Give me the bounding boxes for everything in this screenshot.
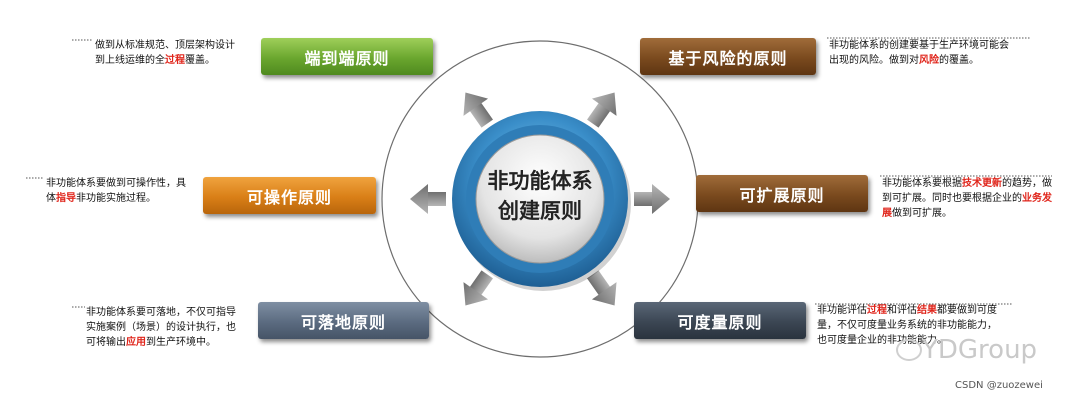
desc-text: 的覆盖。: [939, 55, 979, 66]
highlight-text: 结果: [917, 305, 937, 316]
desc-text: 非功能体系要可落地，不仅可指导实施案例（场景）的设计执行，也可将输出: [86, 307, 236, 348]
desc-text: 的趋势，做到可扩展。同时也要根据企业的: [882, 178, 1052, 204]
principle-title: 端到端原则: [304, 48, 390, 68]
desc-text: 都要做到可度量，不仅可度量业务系统的非功能能力，也可度量企业的非功能能力。: [817, 305, 997, 346]
credit-text: CSDN @zuozewei: [955, 380, 1043, 391]
principle-desc: 非功能体系的创建要基于生产环境可能会出现的风险。做到对风险的覆盖。: [829, 36, 1009, 68]
principle-box-risk-based: 基于风险的原则: [640, 38, 816, 75]
desc-text: 非功能体系要做到可操作性，具体: [46, 178, 186, 204]
principle-desc: 非功能体系要根据技术更新的趋势，做到可扩展。同时也要根据企业的业务发展做到可扩展…: [882, 174, 1054, 221]
arrow-left: [410, 184, 446, 214]
principle-desc: 做到从标准规范、顶层架构设计到上线运维的全过程覆盖。: [95, 36, 243, 68]
principle-desc: 非功能体系要做到可操作性，具体指导非功能实施过程。: [46, 174, 191, 206]
principle-title: 可落地原则: [300, 312, 386, 332]
highlight-text: 业务发展: [882, 193, 1052, 219]
hub-label-line2: 创建原则: [498, 199, 582, 223]
principle-box-operable: 可操作原则: [203, 177, 376, 214]
wechat-icon: [896, 339, 922, 361]
arrow-up-right: [587, 92, 617, 128]
desc-text: 非功能体系的创建要基于生产环境可能会出现的风险。做到对: [829, 40, 1009, 66]
desc-text: 到生产环境中。: [146, 337, 216, 348]
desc-text: 和评估: [887, 305, 917, 316]
highlight-text: 指导: [56, 193, 76, 204]
principle-box-measurable: 可度量原则: [634, 302, 806, 339]
desc-text: 覆盖。: [185, 55, 215, 66]
principle-box-end-to-end: 端到端原则: [261, 38, 433, 75]
highlight-text: 应用: [126, 337, 146, 348]
hub-label: 非功能体系 创建原则: [460, 166, 620, 226]
principle-desc: 非功能评估过程和评估结果都要做到可度量，不仅可度量业务系统的非功能能力，也可度量…: [817, 301, 997, 348]
arrow-right: [634, 184, 670, 214]
highlight-text: 过程: [867, 305, 887, 316]
desc-text: 做到可扩展。: [892, 208, 952, 219]
watermark-text: YDGroup: [922, 335, 1038, 365]
principle-box-implementable: 可落地原则: [258, 302, 429, 339]
principle-title: 可度量原则: [677, 312, 763, 332]
arrow-down-right: [587, 270, 617, 306]
principle-title: 基于风险的原则: [668, 48, 788, 68]
highlight-text: 风险: [919, 55, 939, 66]
principle-box-extensible: 可扩展原则: [696, 175, 868, 212]
arrow-up-left: [463, 92, 493, 128]
desc-text: 非功能实施过程。: [76, 193, 156, 204]
highlight-text: 过程: [165, 55, 185, 66]
principle-title: 可操作原则: [246, 187, 332, 207]
principle-title: 可扩展原则: [739, 185, 825, 205]
highlight-text: 技术更新: [962, 178, 1002, 189]
desc-text: 做到从标准规范、顶层架构设计到上线运维的全: [95, 40, 235, 66]
hub-face: [475, 134, 605, 264]
arrow-down-left: [463, 270, 493, 306]
desc-text: 非功能体系要根据: [882, 178, 962, 189]
principle-desc: 非功能体系要可落地，不仅可指导实施案例（场景）的设计执行，也可将输出应用到生产环…: [86, 303, 244, 350]
desc-text: 非功能评估: [817, 305, 867, 316]
hub-label-line1: 非功能体系: [487, 169, 593, 193]
